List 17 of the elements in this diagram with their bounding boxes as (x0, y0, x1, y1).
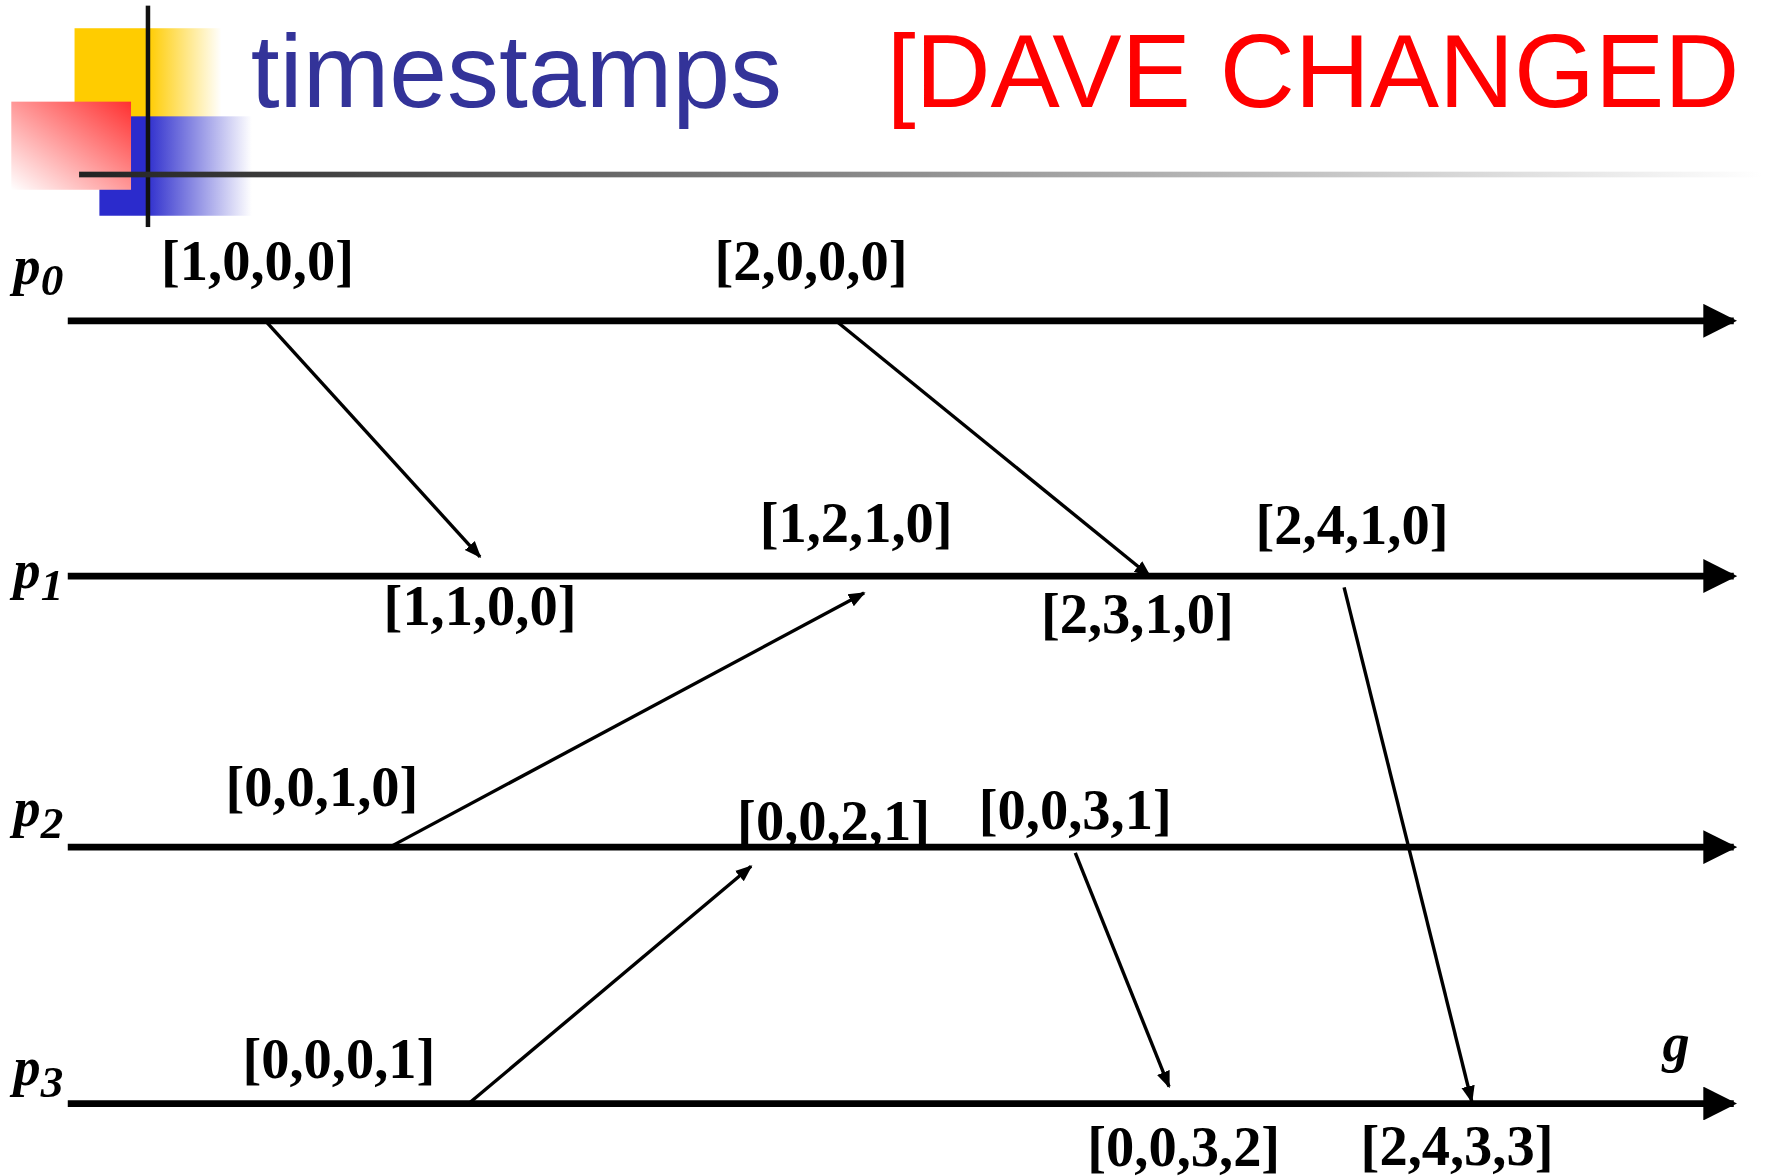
vector-timestamp: [0,0,3,1] (968, 779, 1183, 853)
vector-timestamp: [0,0,0,1] (231, 1027, 447, 1104)
message-arrow (1073, 852, 1171, 1089)
vector-timestamp: [1,1,0,0] (372, 556, 588, 636)
vector-timestamp: [2,4,1,0] (1244, 494, 1460, 588)
title-note: [DAVE CHANGED (886, 12, 1740, 131)
vector-timestamp: [0,0,1,0] (214, 756, 430, 848)
message-arrow (1342, 586, 1475, 1103)
slide-title: timestamps (250, 12, 782, 131)
vector-timestamp: [0,0,3,2] (1076, 1086, 1291, 1176)
event-label: g (1662, 1014, 1690, 1071)
vector-timestamp: [1,0,0,0] (150, 230, 365, 321)
vector-timestamp: [2,3,1,0] (1030, 576, 1245, 644)
vector-timestamp: [0,0,2,1] (726, 790, 941, 867)
vector-timestamp: [2,4,3,3] (1349, 1101, 1565, 1176)
vector-timestamp: [2,0,0,0] (703, 230, 919, 321)
vector-timestamp: [1,2,1,0] (748, 492, 964, 593)
